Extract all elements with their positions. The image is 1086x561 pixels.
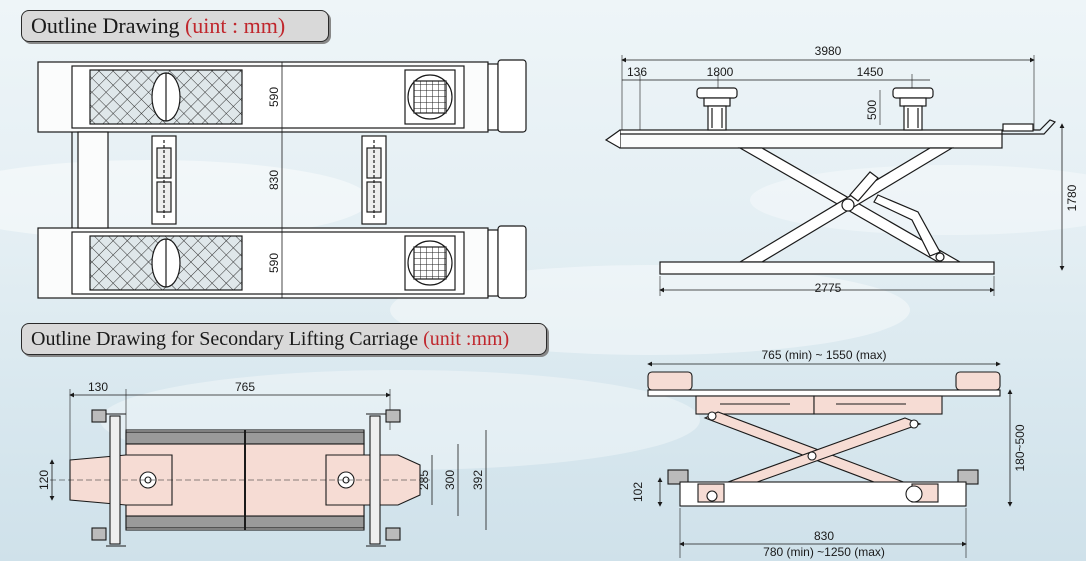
dim-830-carriage: 830 bbox=[814, 529, 834, 543]
rubber-block-right bbox=[892, 87, 934, 131]
rubber-block-left bbox=[696, 87, 738, 131]
dim-765: 765 bbox=[235, 380, 255, 394]
carriage-side-view bbox=[647, 361, 1013, 558]
dim-bottom-range: 780 (min) ~1250 (max) bbox=[763, 545, 885, 559]
secondary-carriage-title: Outline Drawing for Secondary Lifting Ca… bbox=[21, 323, 547, 355]
outline-drawing-title: Outline Drawing (uint : mm) bbox=[21, 10, 329, 42]
dim-392: 392 bbox=[471, 470, 485, 490]
dim-3980: 3980 bbox=[815, 44, 842, 58]
cross-member bbox=[77, 131, 109, 229]
dim-1780: 1780 bbox=[1065, 184, 1079, 211]
dim-1800: 1800 bbox=[707, 65, 734, 79]
lower-platform bbox=[37, 225, 527, 299]
dim-120: 120 bbox=[37, 470, 51, 490]
title-unit: (unit :mm) bbox=[423, 328, 510, 350]
dim-300: 300 bbox=[443, 470, 457, 490]
scissor-mechanism bbox=[737, 147, 963, 263]
dim-590-upper: 590 bbox=[267, 87, 281, 107]
title-text: Outline Drawing bbox=[31, 13, 185, 38]
carriage-top-view bbox=[49, 389, 487, 547]
dim-285: 285 bbox=[417, 470, 431, 490]
dim-136: 136 bbox=[627, 65, 647, 79]
dim-590-lower: 590 bbox=[267, 253, 281, 273]
side-view bbox=[604, 55, 1065, 296]
title-text: Outline Drawing for Secondary Lifting Ca… bbox=[31, 328, 424, 350]
dim-500: 500 bbox=[865, 100, 879, 120]
dim-1450: 1450 bbox=[857, 65, 884, 79]
dim-extension-range: 765 (min) ~ 1550 (max) bbox=[761, 348, 886, 362]
top-view bbox=[37, 59, 527, 299]
dim-2775: 2775 bbox=[815, 281, 842, 295]
title-unit: (uint : mm) bbox=[184, 13, 286, 38]
carriage-right bbox=[361, 135, 387, 225]
upper-platform bbox=[37, 59, 527, 133]
dim-830: 830 bbox=[267, 170, 281, 190]
dim-130: 130 bbox=[88, 380, 108, 394]
dim-height-range: 180~500 bbox=[1013, 424, 1027, 471]
carriage-left bbox=[151, 135, 177, 225]
dim-102: 102 bbox=[631, 482, 645, 502]
